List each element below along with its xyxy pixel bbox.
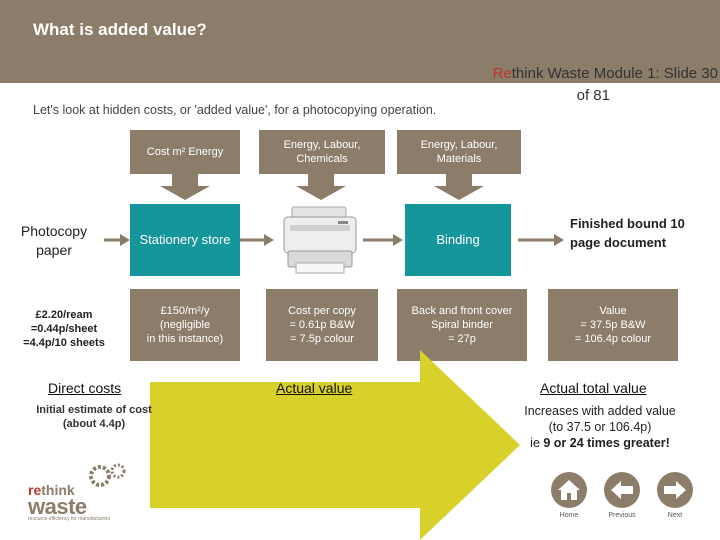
slide-title: What is added value?	[33, 20, 207, 39]
printer-icon	[283, 206, 357, 274]
store-cost-line-3: in this instance)	[146, 333, 224, 345]
finished-document-label: Finished bound 10 page document	[570, 214, 710, 252]
arrow-left-icon	[611, 481, 633, 499]
photocopy-paper-text: Photocopy paper	[20, 223, 88, 258]
home-label: Home	[559, 512, 579, 519]
binding-label: Binding	[436, 232, 480, 247]
right-arrow-icon	[518, 234, 564, 246]
module-slide-count: of 81	[576, 87, 610, 104]
value-line-3: = 106.4p colour	[574, 333, 652, 345]
energy-labour-chemicals-box: Energy, Labour, Chemicals	[259, 130, 385, 174]
intro-text: Let's look at hidden costs, or 'added va…	[33, 103, 437, 117]
logo-rethink-text: rethink	[28, 482, 75, 498]
stationery-store-box: Stationery store	[130, 204, 240, 276]
paper-cost-line-1: £2.20/ream	[35, 309, 93, 321]
cover-cost-box: Back and front cover Spiral binder = 27p	[397, 289, 527, 361]
energy-labour-materials-label: Energy, Labour, Materials	[420, 139, 498, 165]
logo-waste-text: waste	[28, 494, 87, 519]
header-bar	[0, 0, 720, 83]
cover-cost-line-3: = 27p	[448, 333, 476, 345]
store-cost-text: £150/m²/y (negligible in this instance)	[147, 304, 223, 346]
energy-labour-chemicals-label: Energy, Labour, Chemicals	[283, 139, 361, 165]
previous-button[interactable]	[604, 472, 640, 508]
photocopy-paper-label: Photocopy paper	[6, 222, 102, 260]
right-arrow-icon	[240, 234, 274, 246]
store-cost-box: £150/m²/y (negligible in this instance)	[130, 289, 240, 361]
copy-cost-box: Cost per copy = 0.61p B&W = 7.5p colour	[266, 289, 378, 361]
right-arrow-icon	[363, 234, 403, 246]
module-label: Rethink Waste Module 1: Slide 30 of 81	[428, 63, 718, 107]
home-button[interactable]	[551, 472, 587, 508]
initial-estimate-text: Initial estimate of cost (about 4.4p)	[25, 403, 163, 431]
copy-cost-line-2: = 0.61p B&W	[289, 319, 355, 331]
down-arrow-icon	[434, 174, 484, 200]
paper-cost-line-2: =0.44p/sheet	[30, 323, 98, 335]
logo-tagline: resource efficiency for manufacturers	[28, 516, 111, 522]
next-label: Next	[667, 512, 683, 519]
binding-box: Binding	[405, 204, 511, 276]
down-arrow-icon	[160, 174, 210, 200]
stationery-store-label: Stationery store	[139, 232, 231, 247]
direct-costs-label: Direct costs	[48, 380, 122, 396]
gear-icon	[89, 463, 126, 487]
store-cost-line-1: £150/m²/y	[160, 305, 210, 317]
previous-label: Previous	[608, 512, 636, 519]
cover-cost-text: Back and front cover Spiral binder = 27p	[412, 304, 513, 346]
cost-energy-label: Cost m² Energy	[146, 146, 224, 158]
copy-cost-text: Cost per copy = 0.61p B&W = 7.5p colour	[288, 304, 356, 346]
increases-line-1: Increases with added value	[524, 404, 676, 418]
value-text: Value = 37.5p B&W = 106.4p colour	[575, 304, 651, 346]
actual-value-label: Actual value	[276, 380, 353, 396]
copy-cost-line-3: = 7.5p colour	[290, 333, 354, 345]
increases-text: Increases with added value (to 37.5 or 1…	[510, 403, 690, 451]
next-button[interactable]	[657, 472, 693, 508]
actual-total-value-label: Actual total value	[540, 380, 647, 396]
logo-re: re	[28, 482, 42, 498]
finished-document-text: Finished bound 10 page document	[570, 216, 685, 250]
store-cost-line-2: (negligible	[159, 319, 211, 331]
cover-cost-line-1: Back and front cover	[411, 305, 513, 317]
increases-line-3-prefix: ie	[530, 436, 544, 450]
value-line-2: = 37.5p B&W	[580, 319, 646, 331]
cover-cost-line-2: Spiral binder	[431, 319, 493, 331]
paper-cost-text: £2.20/ream =0.44p/sheet =4.4p/10 sheets	[12, 308, 116, 350]
paper-cost-line-3: =4.4p/10 sheets	[23, 337, 105, 349]
logo-think: think	[41, 482, 75, 498]
module-label-text: think Waste Module 1: Slide 30	[511, 65, 718, 82]
added-value-arrow	[150, 350, 520, 540]
increases-line-2: (to 37.5 or 106.4p)	[548, 420, 652, 434]
value-box: Value = 37.5p B&W = 106.4p colour	[548, 289, 678, 361]
initial-estimate-line-2: (about 4.4p)	[62, 418, 126, 430]
down-arrow-icon	[296, 174, 346, 200]
arrow-right-icon	[664, 481, 686, 499]
right-arrow-icon	[104, 234, 130, 246]
increases-line-3-emphasis: 9 or 24 times greater!	[543, 436, 670, 450]
home-icon	[558, 480, 580, 500]
cost-energy-box: Cost m² Energy	[130, 130, 240, 174]
initial-estimate-line-1: Initial estimate of cost	[36, 404, 152, 416]
copy-cost-line-1: Cost per copy	[288, 305, 356, 317]
value-line-1: Value	[599, 305, 627, 317]
rethink-waste-logo: rethink waste resource efficiency for ma…	[28, 462, 138, 524]
energy-labour-materials-box: Energy, Labour, Materials	[397, 130, 521, 174]
module-highlight: Re	[492, 65, 512, 82]
